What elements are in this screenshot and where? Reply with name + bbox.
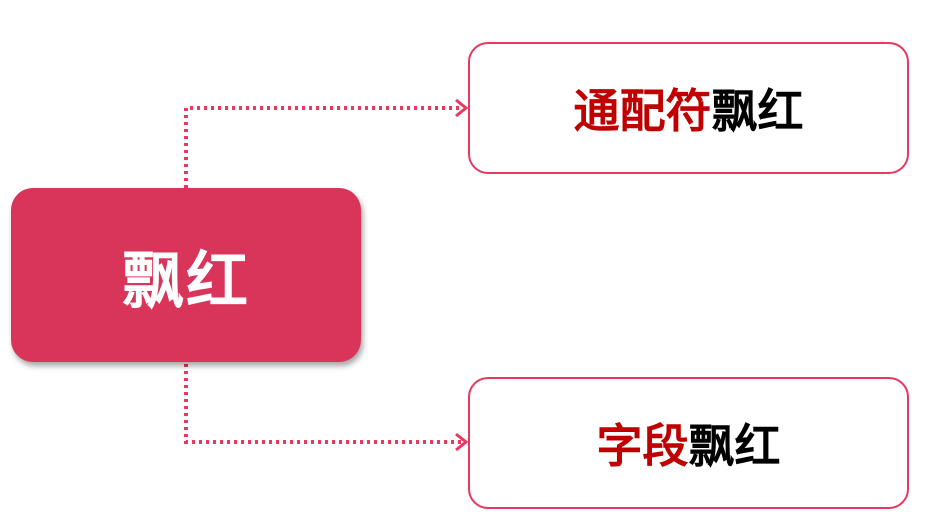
arrowhead-top-icon <box>455 98 469 118</box>
main-node: 飘红 <box>11 188 361 362</box>
target-node-label: 通配符飘红 <box>574 75 804 141</box>
plain-text: 飘红 <box>688 419 781 473</box>
arrowhead-bottom-icon <box>455 432 469 452</box>
target-node-field: 字段飘红 <box>468 377 909 509</box>
target-node-label: 字段飘红 <box>597 410 781 476</box>
main-node-label: 飘红 <box>121 244 250 317</box>
highlight-text: 通配符 <box>573 84 712 138</box>
target-node-wildcard: 通配符飘红 <box>468 42 909 174</box>
connector-top <box>184 106 462 188</box>
connector-bottom <box>184 364 462 444</box>
highlight-text: 字段 <box>596 419 689 473</box>
plain-text: 飘红 <box>711 84 804 138</box>
